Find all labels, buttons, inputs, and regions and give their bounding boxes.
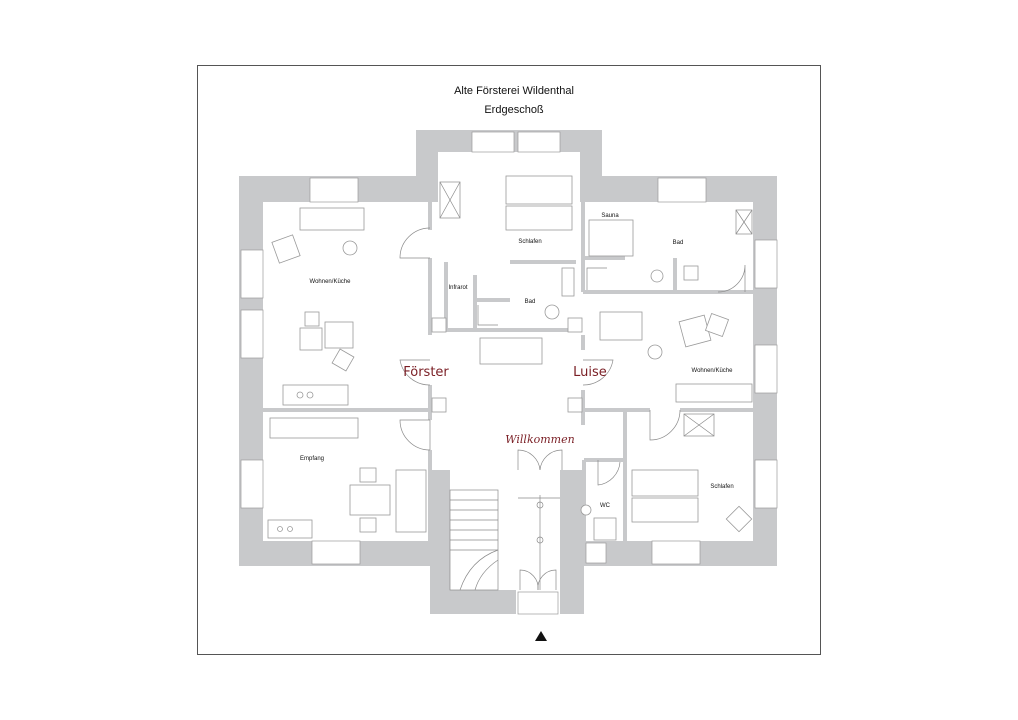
welcome-script: Willkommen — [505, 433, 574, 446]
room-label-wohnen-kueche-right: Wohnen/Küche — [692, 368, 734, 374]
room-label-schlafen-right: Schlafen — [710, 484, 733, 490]
apartment-label-luise: Luise — [573, 365, 607, 380]
pillars — [431, 317, 583, 413]
doors — [399, 227, 746, 591]
room-label-wc: WC — [600, 503, 611, 509]
apartment-label-foerster: Förster — [403, 365, 449, 380]
room-labels: Wohnen/Küche Empfang Schlafen Infrarot B… — [300, 213, 734, 509]
windows — [240, 131, 778, 615]
page-frame — [197, 65, 821, 655]
room-label-schlafen-top: Schlafen — [518, 239, 541, 245]
room-label-bad-center: Bad — [525, 299, 536, 305]
room-label-bad-right: Bad — [673, 240, 684, 246]
plan-subtitle: Erdgeschoß — [484, 104, 544, 116]
room-label-sauna: Sauna — [601, 213, 619, 219]
plan-title: Alte Försterei Wildenthal — [454, 85, 574, 97]
room-label-infrarot: Infrarot — [448, 285, 467, 291]
furniture — [267, 175, 753, 541]
room-label-empfang: Empfang — [300, 456, 324, 462]
north-arrow-icon — [535, 631, 547, 641]
staircase — [449, 489, 560, 591]
room-label-wohnen-kueche-left: Wohnen/Küche — [310, 279, 352, 285]
inner-walls — [263, 202, 753, 541]
